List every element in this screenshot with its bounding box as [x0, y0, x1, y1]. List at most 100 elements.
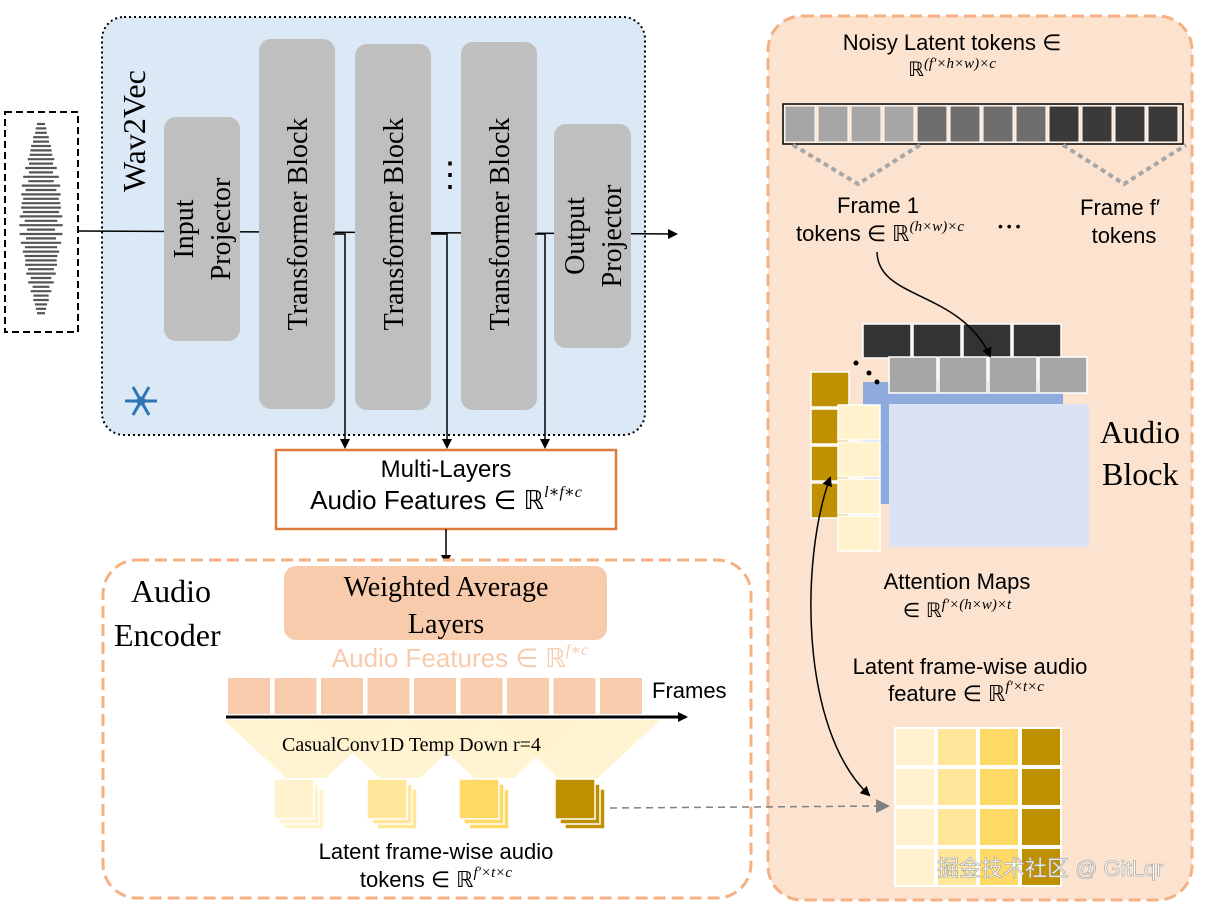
latent-grid-cell: [978, 847, 1020, 887]
frame-dots: • • •: [998, 218, 1021, 234]
encoder-frame-cell: [507, 678, 549, 714]
encoder-frame-cell: [600, 678, 642, 714]
conv-funnels: [224, 720, 660, 778]
stacked-token-dark: [1012, 323, 1062, 359]
multi-layers-audio-features: Multi-Layers Audio Features ∈ ℝl∗f∗c: [274, 448, 618, 531]
stacked-token-dark: [862, 323, 912, 359]
transformer-block-3: Transformer Block: [461, 42, 537, 410]
noisy-token-cell: [817, 105, 849, 143]
conv-label: CasualConv1D Temp Down r=4: [282, 734, 541, 756]
noisy-token-cell: [883, 105, 915, 143]
output-projector-label-2: Projector: [597, 184, 628, 287]
latent-tokens-sup: f′×t×c: [474, 865, 513, 881]
frames-label: Frames: [652, 678, 727, 703]
audio-token-dark: [810, 371, 850, 408]
feature-taps: [333, 233, 550, 449]
latent-feature-sup: f′×t×c: [1005, 679, 1044, 695]
output-projector-block: Output Projector: [554, 124, 631, 348]
weighted-average-block: [284, 566, 607, 640]
noisy-token-row: [782, 103, 1184, 145]
noisy-token-cell: [949, 105, 981, 143]
transformer-block-3-label: Transformer Block: [485, 118, 516, 331]
frame-f-bracket: [1061, 143, 1188, 187]
input-projector-label-1: Input: [169, 199, 200, 258]
latent-feature-grid: [894, 727, 1062, 887]
audio-token-light: [837, 478, 881, 515]
noisy-token-cell: [982, 105, 1014, 143]
transformer-block-1: Transformer Block: [259, 39, 335, 409]
svg-text:feature ∈ ℝf′×t×c: feature ∈ ℝf′×t×c: [888, 679, 1044, 706]
latent-token-card: [366, 778, 408, 820]
noisy-token-frame: [782, 103, 1184, 145]
noisy-latent-label-1: Noisy Latent tokens ∈: [843, 30, 1062, 55]
stacked-token-gray: [938, 356, 988, 394]
audio-token-light: [837, 515, 881, 552]
stacked-token-dark: [912, 323, 962, 359]
audio-encoder-title-2: Encoder: [114, 617, 221, 653]
conv-funnel: [496, 720, 660, 778]
attention-structure: [810, 323, 1089, 552]
audio-block-title-2: Block: [1102, 456, 1178, 492]
audio-waveform-input: [4, 111, 79, 333]
audio-encoder-title-1: Audio: [131, 573, 211, 609]
encoder-frame-row: [228, 678, 642, 714]
latent-grid-cell: [894, 847, 936, 887]
stack-dot: [874, 379, 880, 385]
multi-layers-line1: Multi-Layers: [381, 456, 512, 483]
encoder-to-grid-arrow: [609, 799, 890, 814]
noisy-token-cell: [916, 105, 948, 143]
noisy-token-cell: [1081, 105, 1113, 143]
stacked-token-dark: [962, 323, 1012, 359]
latent-grid-cell: [894, 767, 936, 807]
latent-grid-cell: [936, 767, 978, 807]
grid-to-attention-arrow: [810, 476, 871, 797]
latent-token-card: [273, 778, 315, 820]
wav2vec-title: Wav2Vec: [116, 70, 152, 192]
latent-tokens-label-2: tokens ∈ ℝ: [360, 867, 474, 892]
audio-block-module: Noisy Latent tokens ∈ ℝ(f′×h×w)×c Frame …: [766, 14, 1194, 902]
encoder-audio-features-label: Audio Features ∈ ℝ: [332, 643, 566, 673]
svg-text:Audio Features ∈ ℝf∗c: Audio Features ∈ ℝf∗c: [332, 642, 588, 673]
weighted-average-label-1: Weighted Average: [344, 572, 549, 603]
multi-layers-line2: Audio Features ∈ ℝ: [310, 485, 544, 515]
svg-text:tokens ∈ ℝf′×t×c: tokens ∈ ℝf′×t×c: [360, 865, 513, 892]
latent-grid-cell: [1020, 727, 1062, 767]
encoder-frame-cell: [460, 678, 503, 714]
frame1-sup: (h×w)×c: [910, 219, 965, 235]
weighted-average-label-2: Layers: [408, 609, 484, 640]
noisy-token-cell: [1015, 105, 1047, 143]
attention-maps-label-1: Attention Maps: [884, 569, 1031, 594]
frame1-bracket: [791, 143, 922, 187]
noisy-token-cell: [850, 105, 882, 143]
output-projector-label-1: Output: [560, 197, 591, 275]
frame-f-label-1: Frame f′: [1080, 195, 1160, 220]
encoder-audio-features-sup: f∗c: [566, 642, 588, 659]
latent-token-card: [458, 778, 500, 820]
multi-layers-sup: l∗f∗c: [544, 484, 582, 501]
audio-encoder-module: Audio Encoder Weighted Average Layers Au…: [101, 558, 753, 900]
svg-text:tokens ∈ ℝ(h×w)×c: tokens ∈ ℝ(h×w)×c: [796, 219, 964, 246]
watermark: 掘金技术社区 @ GitLqr: [937, 856, 1163, 881]
stack-dot: [853, 360, 859, 366]
audio-token-light: [837, 404, 881, 441]
transformer-block-2: Transformer Block: [355, 44, 431, 410]
encoder-frame-cell: [414, 678, 456, 714]
noisy-token-cell: [1048, 105, 1080, 143]
latent-grid-cell: [894, 727, 936, 767]
transformer-block-2-label: Transformer Block: [379, 118, 410, 331]
latent-token-stacks: [273, 778, 606, 830]
frame-f-label-2: tokens: [1092, 223, 1157, 248]
encoder-frame-cell: [274, 678, 317, 714]
latent-grid-cell: [936, 807, 978, 847]
audio-token-light: [837, 441, 881, 478]
stacked-token-gray: [988, 356, 1038, 394]
latent-tokens-label-1: Latent frame-wise audio: [319, 839, 554, 864]
latent-grid-cell: [978, 767, 1020, 807]
svg-text:∈ ℝf′×(h×w)×t: ∈ ℝf′×(h×w)×t: [903, 597, 1012, 622]
frame1-to-attention-arrow: [876, 251, 992, 358]
noisy-token-cell: [784, 105, 816, 143]
latent-feature-label-2: feature ∈ ℝ: [888, 681, 1005, 706]
latent-grid-cell: [1020, 847, 1062, 887]
input-projector-label-2: Projector: [206, 177, 237, 280]
latent-grid-cell: [894, 807, 936, 847]
